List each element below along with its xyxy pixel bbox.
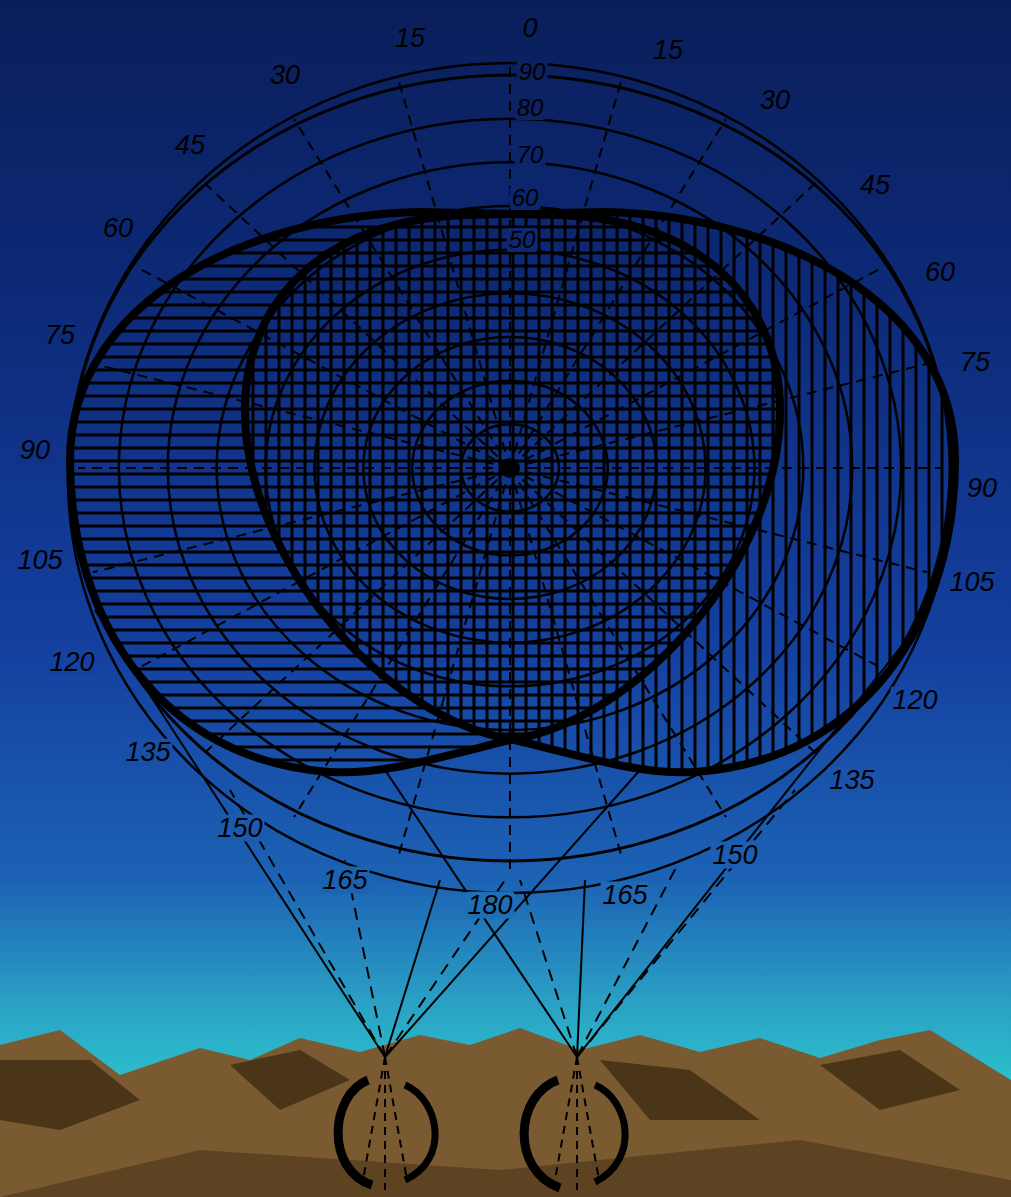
sight-line <box>520 880 577 1057</box>
right-eye-field <box>0 150 1011 850</box>
right-eye-field <box>245 212 955 772</box>
meridian-angle-label: 60 <box>923 259 957 286</box>
mountains <box>0 1028 1011 1197</box>
meridian-angle-label: 135 <box>123 739 172 766</box>
meridian-angle-label: 105 <box>15 547 64 574</box>
eyes <box>338 1080 372 1185</box>
sight-lines <box>95 610 930 1190</box>
sight-line <box>577 860 680 1057</box>
meridian-angle-label: 45 <box>173 132 207 159</box>
meridian-angle-label: 135 <box>827 767 876 794</box>
meridian-angle-label: 75 <box>43 322 77 349</box>
meridian-angle-label: 30 <box>758 87 792 114</box>
sight-line <box>385 880 440 1057</box>
meridian-angle-label: 180 <box>465 892 514 919</box>
sight-line <box>577 790 795 1057</box>
left-eye-field <box>0 150 1011 850</box>
meridian-angle-label: 90 <box>965 475 999 502</box>
meridian-angle-label: 60 <box>101 215 135 242</box>
meridian-angle-label: 0 <box>520 15 539 42</box>
right-eye-field <box>0 150 1011 850</box>
meridian-angle-label: 150 <box>710 842 759 869</box>
sight-line <box>385 770 640 1057</box>
mountains <box>230 1050 350 1110</box>
ring-degree-label: 50 <box>507 228 538 252</box>
eye-ray <box>384 1057 386 1190</box>
eye-ray <box>577 1057 599 1180</box>
eyes <box>524 1080 560 1188</box>
sight-line <box>385 770 577 1057</box>
mountains <box>0 1140 1011 1197</box>
meridian-angle-label: 45 <box>858 172 892 199</box>
meridian-angle-label: 165 <box>320 867 369 894</box>
eyes <box>595 1085 625 1182</box>
eyes <box>405 1085 435 1180</box>
eye-ray <box>385 1057 407 1180</box>
meridian-angle-label: 75 <box>958 349 992 376</box>
meridian-angle-label: 120 <box>890 687 939 714</box>
ring-degree-label: 60 <box>510 186 541 210</box>
meridian-angle-label: 15 <box>393 25 427 52</box>
eyes <box>338 1080 625 1188</box>
mountains <box>0 1060 140 1130</box>
eye-ray <box>363 1057 385 1180</box>
meridian-angle-label: 150 <box>215 815 264 842</box>
eye-ray <box>555 1057 577 1180</box>
meridian-angle-label: 30 <box>268 62 302 89</box>
meridian-angle-label: 120 <box>47 649 96 676</box>
meridian-angle-label: 105 <box>947 569 996 596</box>
ring-degree-label: 70 <box>515 143 546 167</box>
sight-line <box>95 610 385 1057</box>
meridian-angle-label: 165 <box>600 882 649 909</box>
eye-ray <box>576 1057 578 1190</box>
sight-line <box>577 880 585 1057</box>
ring-degree-label: 80 <box>515 96 546 120</box>
left-eye-field <box>0 150 1011 850</box>
ring-degree-label: 90 <box>517 60 548 84</box>
meridian-angle-label: 90 <box>18 437 52 464</box>
mountains <box>820 1050 960 1110</box>
sight-line <box>577 610 930 1057</box>
meridian-angle-label: 15 <box>651 37 685 64</box>
mountains <box>0 1028 1011 1197</box>
